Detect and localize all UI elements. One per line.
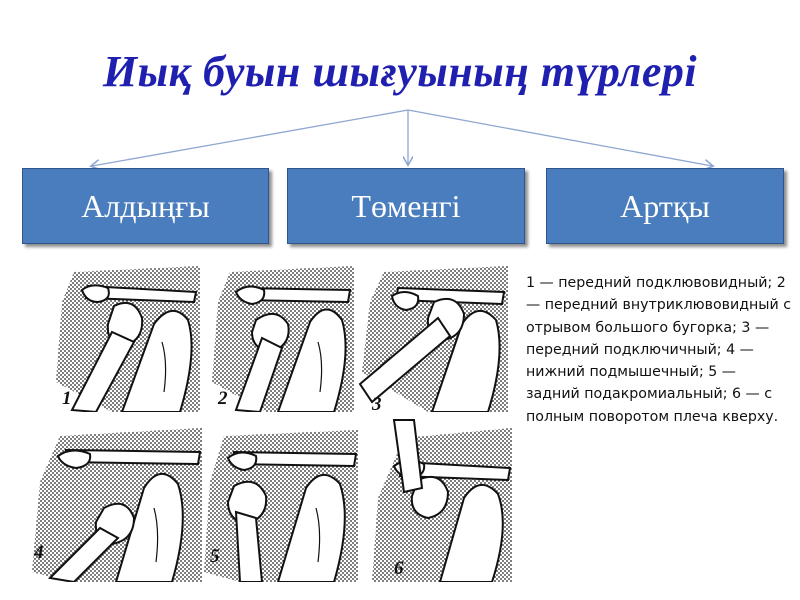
category-box-posterior: Артқы [546, 168, 784, 244]
shoulder-illustration-6: 6 [372, 419, 512, 582]
figure-number-2: 2 [217, 388, 228, 409]
shoulder-illustration-4: 4 [32, 428, 202, 582]
shoulder-illustration-3: 3 [358, 266, 508, 412]
connector-to-posterior [407, 109, 712, 166]
figure-number-4: 4 [33, 542, 44, 563]
legend-text: 1 — передний подклювовидный; 2— передний… [526, 275, 792, 425]
category-label-inferior: Төменгі [351, 187, 461, 224]
figure-number-3: 3 [371, 394, 382, 412]
diagram-title: Иық буын шығуының түрлері [102, 47, 698, 96]
shoulder-illustration-1: 1 [56, 266, 200, 412]
figure-number-1: 1 [62, 388, 72, 409]
shoulder-illustration-2: 2 [212, 266, 354, 412]
shoulder-illustration-5: 5 [204, 430, 358, 582]
category-box-inferior: Төменгі [287, 168, 525, 244]
figure-number-6: 6 [394, 558, 404, 579]
category-box-anterior: Алдыңғы [22, 168, 269, 244]
category-label-anterior: Алдыңғы [81, 187, 210, 224]
figure-number-5: 5 [210, 546, 220, 567]
connector-to-anterior [92, 109, 409, 166]
category-label-posterior: Артқы [620, 187, 710, 224]
